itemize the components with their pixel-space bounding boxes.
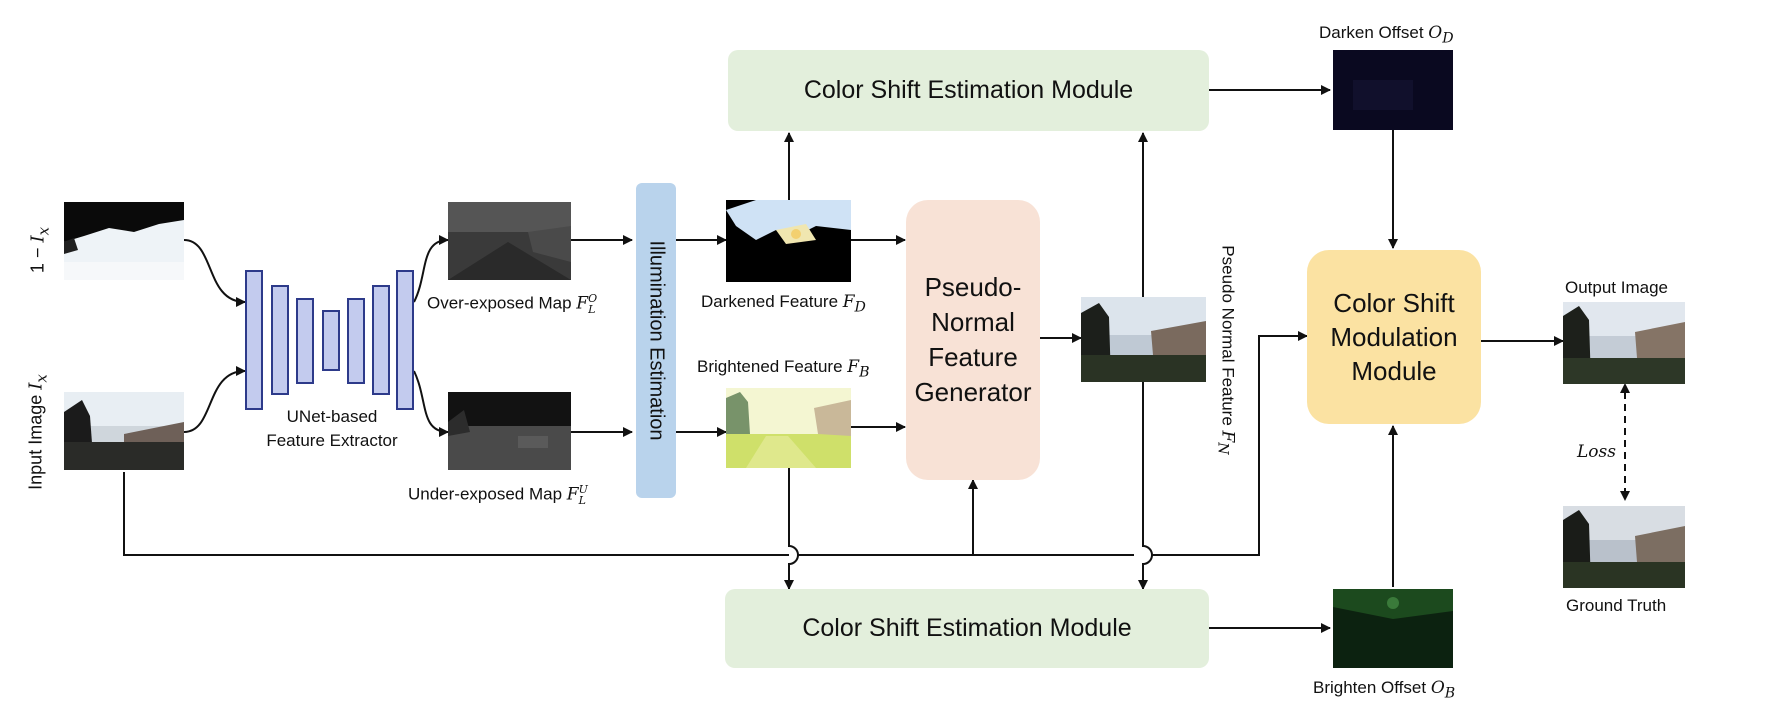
- darkened-feature-image: [726, 200, 851, 282]
- pnfg-line3: Feature: [928, 342, 1018, 372]
- darken-offset-text: Darken Offset: [1319, 23, 1429, 42]
- unet-label: UNet-based Feature Extractor: [252, 405, 412, 453]
- unet-label-line1: UNet-based: [286, 407, 378, 426]
- output-image-label: Output Image: [1565, 278, 1669, 297]
- csem-top-label: Color Shift Estimation Module: [803, 76, 1134, 104]
- csmm-line3: Module: [1351, 356, 1437, 386]
- input-image-sub: x: [32, 374, 51, 383]
- darkened-text: Darkened Feature: [701, 292, 843, 311]
- color-shift-estimation-top: Color Shift Estimation Module: [728, 50, 1209, 131]
- under-exposed-sub: L: [578, 494, 586, 507]
- unet-layer: [271, 285, 289, 395]
- csmm-line1: Color Shift: [1333, 288, 1455, 318]
- under-exposed-text: Under-exposed Map: [408, 484, 567, 504]
- illumination-estimation-module: Illumination Estimation: [636, 183, 676, 498]
- ground-truth-label: Ground Truth: [1566, 596, 1667, 615]
- unet-layer: [372, 285, 390, 395]
- pnfg-line1: Pseudo-: [924, 272, 1022, 302]
- unet-layer: [322, 310, 340, 371]
- pnfg-line4: Generator: [914, 377, 1032, 407]
- pseudo-normal-feature-image: [1081, 297, 1206, 382]
- over-exposed-sup: O: [588, 292, 598, 305]
- input-image-prefix: Input Image: [25, 389, 46, 490]
- brightened-feature-label: Brightened Feature FB: [697, 357, 869, 380]
- skip-line-left: [123, 472, 789, 556]
- brightened-text: Brightened Feature: [697, 357, 848, 376]
- arrow-pseudonormal-to-bottom-csem: [1138, 382, 1153, 590]
- inverted-input-sub: x: [34, 226, 53, 236]
- brightened-sym: F: [847, 357, 860, 377]
- arrow-brightened-to-bottom-csem: [784, 468, 799, 590]
- unet-layer: [347, 298, 365, 384]
- inverted-input-label: 1 − Ix: [28, 227, 53, 273]
- pseudo-normal-feature-generator: Pseudo- Normal Feature Generator: [906, 200, 1040, 480]
- darken-offset-image: [1333, 50, 1453, 130]
- under-exposed-sup: U: [578, 483, 588, 496]
- brighten-offset-label: Brighten Offset OB: [1313, 678, 1455, 701]
- pseudo-normal-sub: N: [1214, 442, 1231, 455]
- illumination-estimation-label: Illumination Estimation: [645, 240, 668, 441]
- arrow-unet-to-over: [413, 235, 449, 303]
- darken-offset-sub: D: [1442, 30, 1454, 47]
- inverted-input-image: [64, 202, 184, 280]
- input-image: [64, 392, 184, 470]
- pseudo-normal-feature-label: Pseudo Normal Feature FN: [1214, 245, 1237, 454]
- pnfg-line2: Normal: [931, 307, 1015, 337]
- over-exposed-sym: F: [576, 293, 589, 314]
- unet-layer: [296, 298, 314, 384]
- under-exposed-map-image: [448, 392, 571, 470]
- brighten-offset-sub: B: [1444, 685, 1456, 702]
- arrow-unet-to-under: [413, 370, 449, 437]
- over-exposed-text: Over-exposed Map: [427, 293, 577, 313]
- loss-label: Loss: [1577, 442, 1616, 462]
- pseudo-normal-sym: F: [1217, 430, 1238, 443]
- ground-truth-image: [1563, 506, 1685, 588]
- input-image-sym: I: [25, 382, 47, 390]
- brighten-offset-text: Brighten Offset: [1313, 678, 1431, 697]
- arrow-inverted-to-unet: [183, 239, 246, 307]
- darkened-sym: F: [842, 292, 855, 312]
- color-shift-modulation-module: Color Shift Modulation Module: [1307, 250, 1481, 424]
- arrow-skip-to-csmm: [1152, 331, 1308, 556]
- brighten-offset-sym: O: [1430, 678, 1445, 698]
- unet-label-line2: Feature Extractor: [266, 431, 398, 450]
- brightened-sub: B: [859, 364, 870, 381]
- input-image-label: Input Image Ix: [26, 374, 51, 490]
- brighten-offset-image: [1333, 589, 1453, 668]
- output-image: [1563, 302, 1685, 384]
- darken-offset-sym: O: [1428, 23, 1443, 43]
- csem-bottom-label: Color Shift Estimation Module: [802, 614, 1132, 642]
- inverted-input-sym: I: [27, 235, 49, 243]
- pseudo-normal-text: Pseudo Normal Feature: [1218, 245, 1238, 431]
- under-exposed-sym: F: [566, 484, 579, 505]
- inverted-input-prefix: 1 −: [27, 242, 48, 274]
- arrow-input-to-unet: [183, 366, 246, 433]
- darkened-feature-label: Darkened Feature FD: [701, 292, 866, 315]
- unet-layer: [396, 270, 414, 410]
- darken-offset-label: Darken Offset OD: [1319, 23, 1454, 46]
- color-shift-estimation-bottom: Color Shift Estimation Module: [725, 589, 1209, 668]
- brightened-feature-image: [726, 388, 851, 468]
- darkened-sub: D: [854, 299, 866, 316]
- csmm-line2: Modulation: [1330, 322, 1458, 352]
- over-exposed-map-image: [448, 202, 571, 280]
- over-exposed-sub: L: [588, 303, 596, 316]
- unet-layer: [245, 270, 263, 410]
